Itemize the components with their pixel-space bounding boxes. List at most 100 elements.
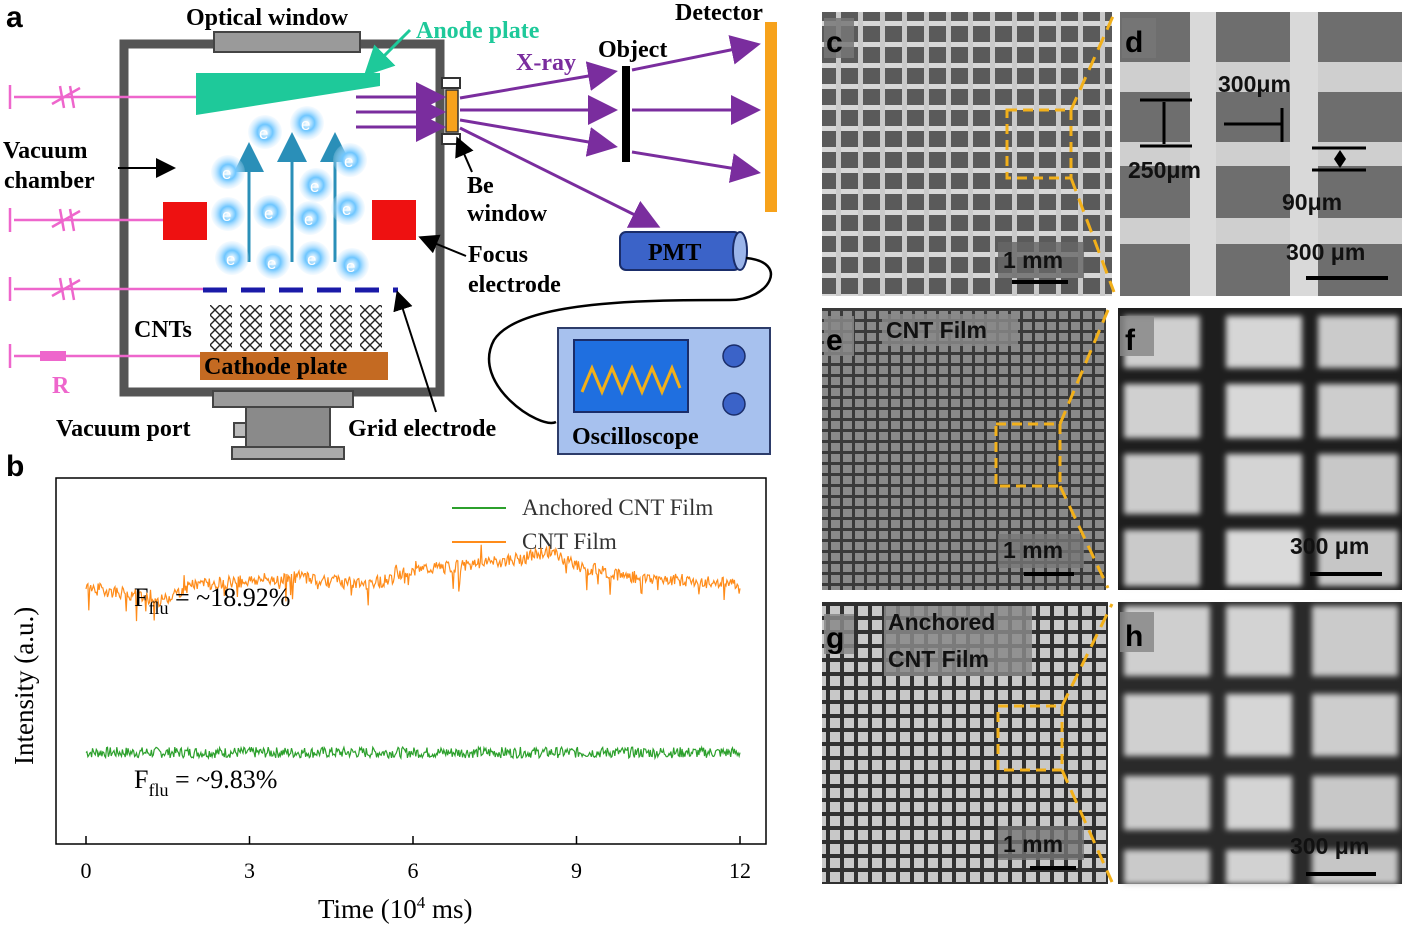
scale-bg-g [998, 826, 1084, 860]
be-window-label-2: window [467, 201, 548, 227]
electron: e [215, 241, 249, 275]
be-window-label-1: Be [467, 173, 494, 199]
dimension-label-90: 90μm [1282, 189, 1342, 215]
resistor-label: R [52, 373, 70, 399]
schematic-panel: a Optical window Anode plate Be window X… [3, 0, 777, 460]
vacuum-chamber-label-2: chamber [4, 168, 95, 194]
title-bg-e [882, 314, 1018, 346]
zoom-line-c-top [1069, 13, 1116, 111]
svg-text:e: e [342, 200, 351, 219]
svg-text:e: e [264, 204, 273, 223]
svg-text:e: e [304, 210, 313, 229]
x-tick-label: 3 [244, 858, 255, 883]
panel-label-e: e [826, 324, 843, 357]
electron-cloud: e e e e e e e e e e e e e [211, 106, 369, 282]
annotation-fluctuation-anchored: Fflu = ~9.83% [134, 765, 277, 800]
electron: e [333, 143, 367, 177]
xray-label: X-ray [516, 50, 576, 76]
scale-label-h: 300 μm [1290, 833, 1369, 859]
cathode-plate [200, 352, 388, 380]
scale-bg-e [998, 534, 1084, 568]
image-title-e: CNT Film [886, 317, 987, 343]
electron: e [296, 241, 330, 275]
panel-label-c: c [826, 26, 843, 59]
object [622, 66, 630, 162]
zoom-line-e-bottom [1058, 485, 1110, 589]
svg-text:e: e [226, 250, 235, 269]
vacuum-port-valve [233, 422, 247, 438]
oscilloscope-label: Oscilloscope [572, 424, 699, 450]
panel-label-f: f [1125, 324, 1136, 357]
scale-bar-g [1030, 866, 1076, 870]
svg-text:e: e [222, 164, 231, 183]
object-label: Object [598, 37, 667, 63]
cathode-plate-label: Cathode plate [204, 354, 348, 380]
plot-frame [55, 477, 767, 845]
image-title-g-1: Anchored [888, 609, 995, 635]
scale-label-g: 1 mm [1003, 831, 1063, 857]
xray-det-1 [631, 35, 761, 72]
x-tick-label: 12 [729, 858, 751, 883]
mesh-cells-h [1124, 606, 1398, 884]
vacuum-port-label: Vacuum port [56, 416, 190, 442]
signal-cable [487, 256, 773, 425]
xray-out-1 [459, 61, 618, 100]
grid-electrode-label: Grid electrode [348, 416, 497, 442]
dimension-label-250: 250μm [1128, 157, 1201, 183]
electron: e [211, 197, 245, 231]
anode-pointer-arrow [363, 28, 412, 77]
dimension-arrow-90 [1334, 150, 1346, 168]
pmt: PMT [619, 231, 748, 271]
vacuum-port-flange [212, 390, 354, 408]
dimension-label-300: 300μm [1218, 71, 1291, 97]
scale-label-d: 300 μm [1286, 239, 1365, 265]
electron: e [299, 168, 333, 202]
zoom-box-e [994, 422, 1062, 488]
electron: e [331, 191, 365, 225]
zoom-box-c [1005, 108, 1073, 180]
cnt-gap [292, 305, 300, 351]
y-axis-title: Intensity (a.u.) [9, 607, 39, 765]
micrograph-panels: c 1 mm d 300μm 250μm 90μm 300 μm [822, 12, 1402, 884]
scale-bar-h [1306, 872, 1376, 876]
scale-bar-c [1012, 280, 1068, 284]
zoom-line-c-bottom [1069, 177, 1116, 293]
electron: e [256, 245, 290, 279]
anode-plate-label: Anode plate [416, 18, 540, 44]
electron: e [248, 115, 282, 149]
svg-text:e: e [222, 206, 231, 225]
letter-bg-g [824, 614, 854, 654]
xray-out-3 [459, 118, 618, 157]
vacuum-port-body [245, 406, 331, 448]
svg-text:e: e [301, 115, 310, 134]
focus-pointer [418, 234, 467, 257]
detector [765, 22, 777, 212]
panel-label-h: h [1125, 620, 1143, 653]
letter-bg-h [1120, 612, 1154, 652]
resistor [40, 351, 66, 361]
series-line-cnt-film [85, 544, 741, 622]
electron: e [293, 201, 327, 235]
svg-text:e: e [307, 250, 316, 269]
panel-label-d: d [1125, 26, 1143, 59]
letter-bg-f [1120, 316, 1154, 356]
legend-label-cnt: CNT Film [522, 529, 617, 554]
zoom-box-g [996, 704, 1064, 772]
be-window [445, 89, 459, 133]
cnt-gap [352, 305, 360, 351]
title-bg-g [884, 606, 1032, 676]
annotation-fluctuation-cnt: Fflu = ~18.92% [134, 583, 290, 618]
letter-bg-c [824, 18, 854, 58]
electron: e [211, 155, 245, 189]
svg-text:e: e [346, 257, 355, 276]
letter-bg-d [1122, 18, 1156, 58]
scale-label-f: 300 μm [1290, 533, 1369, 559]
xray-det-3 [631, 150, 761, 183]
be-window-pointer [455, 136, 474, 173]
cnt-gap [262, 305, 270, 351]
focus-electrode-label-1: Focus [468, 242, 528, 268]
svg-text:e: e [310, 177, 319, 196]
be-window-frame-top [441, 77, 461, 89]
